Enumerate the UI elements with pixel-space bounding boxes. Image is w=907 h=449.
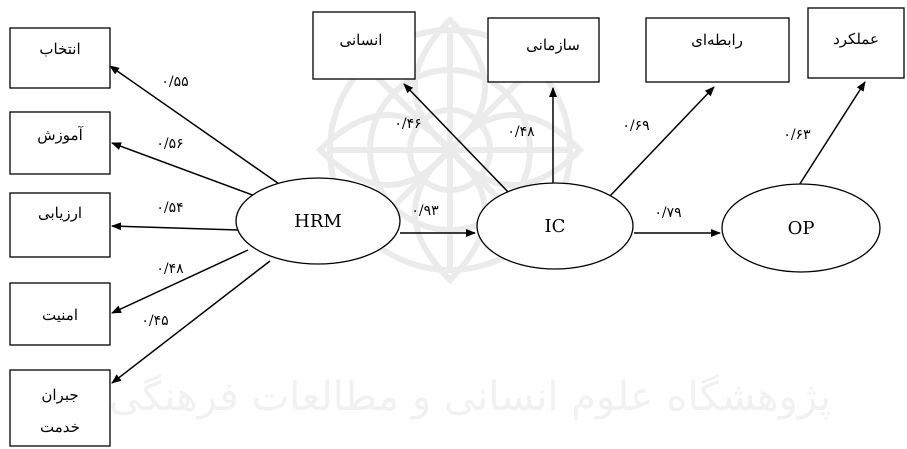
node-label: HRM (294, 211, 342, 232)
watermark: پژوهشگاه علوم انسانی و مطالعات فرهنگی (109, 15, 831, 420)
hrm-indicator-amniat: امنیت (9, 282, 111, 346)
coef-hrm-jobran: ۰/۴۵ (141, 313, 168, 329)
node-hrm: HRM (235, 177, 401, 265)
edge-hrm-intekhab (109, 65, 283, 187)
node-ic: IC (476, 182, 634, 270)
edge-op-amalkard (795, 81, 866, 191)
ic-indicator-sazmani: سازمانی (487, 17, 600, 83)
hrm-indicator-intekhab: انتخاب (9, 27, 111, 89)
op-indicator-amalkard: عملکرد (807, 7, 905, 79)
hrm-indicator-amoozesh: آموزش (9, 111, 111, 175)
ic-indicator-rabetei: رابطه‌ای (645, 17, 790, 83)
coef-hrm-amoozesh: ۰/۵۶ (156, 136, 183, 152)
indicator-label-line1: جبران (41, 386, 78, 404)
indicator-label: سازمانی (526, 36, 580, 54)
edge-hrm-amoozesh (111, 142, 259, 198)
node-label: OP (788, 218, 815, 239)
indicator-label: امنیت (42, 306, 78, 324)
watermark-ornament (315, 15, 585, 285)
coef-op-amalkard: ۰/۶۳ (783, 127, 811, 143)
edge-ic-ensani (403, 83, 511, 195)
edge-hrm-jobran (111, 260, 271, 384)
indicator-label: انتخاب (39, 40, 80, 58)
edge-hrm-amniat (111, 249, 249, 314)
indicator-label: آموزش (37, 126, 83, 144)
watermark-text: پژوهشگاه علوم انسانی و مطالعات فرهنگی (109, 374, 831, 420)
coef-ic-rabetei: ۰/۶۹ (622, 118, 649, 134)
indicator-label: عملکرد (833, 30, 879, 48)
edge-hrm-arzyabi (111, 222, 239, 231)
edge-ic-rabetei (609, 86, 715, 197)
indicator-label: ارزیابی (38, 204, 82, 222)
coef-hrm-amniat: ۰/۴۸ (156, 261, 184, 277)
hrm-indicator-jobran-khedmat: جبران خدمت (9, 369, 111, 447)
coef-hrm-ic: ۰/۹۳ (411, 203, 439, 219)
coef-hrm-intekhab: ۰/۵۵ (161, 74, 188, 90)
node-label: IC (545, 216, 566, 237)
coefficients: ۰/۵۵ ۰/۵۶ ۰/۵۴ ۰/۴۸ ۰/۴۵ ۰/۹۳ ۰/۴۶ ۰/۴۸ … (141, 74, 811, 329)
node-op: OP (721, 183, 881, 273)
edges (109, 65, 866, 384)
coef-ic-ensani: ۰/۴۶ (394, 116, 421, 132)
ic-indicator-ensani: انسانی (312, 11, 416, 80)
indicator-label: رابطه‌ای (691, 31, 743, 49)
indicator-label: انسانی (340, 31, 383, 49)
coef-hrm-arzyabi: ۰/۵۴ (156, 200, 183, 216)
coef-ic-sazmani: ۰/۴۸ (507, 124, 535, 140)
coef-ic-op: ۰/۷۹ (654, 205, 681, 221)
hrm-indicator-arzyabi: ارزیابی (9, 192, 111, 258)
indicator-label-line2: خدمت (40, 418, 80, 436)
